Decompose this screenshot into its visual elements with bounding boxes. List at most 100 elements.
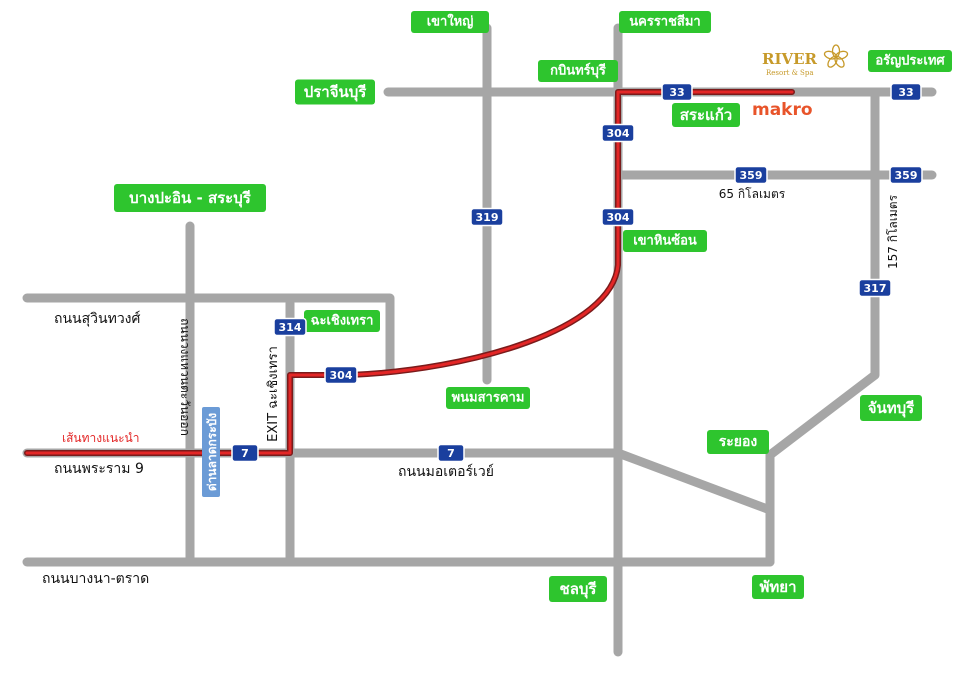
place-nakhon-ratchasima: นครราชสีมา [619, 11, 711, 33]
shield-number: 304 [607, 127, 630, 140]
place-bg [752, 575, 804, 599]
place-prachin-buri: ปราจีนบุรี [295, 79, 375, 105]
place-text: นครราชสีมา [629, 14, 700, 30]
legend-recommended-route: เส้นทางแนะนำ [62, 431, 139, 445]
place-khao-hin-son: เขาหินซ้อน [623, 230, 707, 252]
place-bg [538, 60, 618, 82]
place-text: พัทยา [760, 578, 797, 596]
road-network [22, 23, 937, 657]
shield-bg [231, 443, 259, 463]
road-route-317 [765, 87, 880, 567]
shield-route-7: 7 [231, 443, 259, 463]
place-bg [114, 184, 266, 212]
place-kabin-buri: กบินทร์บุรี [538, 60, 618, 82]
road-diagonal-pattaya [613, 448, 775, 515]
place-aranyaprathet: อรัญประเทศ [868, 50, 952, 72]
route-line [25, 90, 794, 455]
shield-bg [273, 317, 307, 337]
shield-number: 359 [740, 169, 763, 182]
place-bg [304, 310, 380, 332]
road-name-sukhumvit: ถนนสุวินทวงศ์ [54, 310, 141, 327]
place-bg [619, 11, 711, 33]
shield-number: 304 [607, 211, 630, 224]
shield-number: 33 [669, 86, 684, 99]
distance-65km: 65 กิโลเมตร [719, 187, 786, 201]
road-sukhumvit [22, 293, 395, 375]
shield-bg [734, 165, 768, 185]
road-name-motorway: ถนนมอเตอร์เวย์ [398, 463, 494, 480]
shield-number: 304 [330, 369, 353, 382]
place-text: เขาหินซ้อน [633, 233, 697, 249]
place-text: ระยอง [719, 434, 758, 450]
toll-gate-lat-krabang: ด่านลาดกระบัง [202, 407, 220, 497]
place-bg [549, 576, 607, 602]
logo-brand: RIVER [762, 50, 818, 68]
shield-number: 7 [241, 447, 249, 460]
shield-route-304: 304 [601, 123, 635, 143]
shield-bg [890, 82, 922, 102]
shield-route-33: 33 [661, 82, 693, 102]
tollgate-bg [202, 407, 220, 497]
place-bang-pa-in: บางปะอิน - สระบุรี [114, 184, 266, 212]
recommended-route [24, 89, 795, 456]
place-text: บางปะอิน - สระบุรี [129, 189, 252, 208]
shield-bg [601, 123, 635, 143]
place-text: ชลบุรี [560, 580, 598, 599]
route-shields: 33 33 304 304 304 359 359 319 317 314 7 [231, 82, 923, 463]
place-bg [672, 103, 740, 127]
place-pattaya: พัทยา [752, 575, 804, 599]
route-outline [24, 89, 795, 456]
place-text: สระแก้ว [680, 106, 732, 124]
road-names: ถนนสุวินทวงศ์ ถนนพระราม 9 ถนนมอเตอร์เวย์… [42, 187, 900, 587]
shield-route-304: 304 [324, 365, 358, 385]
place-text: อรัญประเทศ [875, 54, 945, 69]
shield-bg [470, 207, 504, 227]
shield-number: 7 [447, 447, 455, 460]
place-text: ปราจีนบุรี [304, 83, 368, 102]
shield-number: 33 [898, 86, 913, 99]
shield-route-317: 317 [858, 278, 892, 298]
logo-tagline: Resort & Spa [766, 69, 814, 77]
shield-number: 317 [864, 282, 887, 295]
road-name-bangna-trat: ถนนบางนา-ตราด [42, 571, 149, 587]
place-text: กบินทร์บุรี [550, 63, 606, 79]
place-rayong: ระยอง [707, 430, 769, 454]
road-name-rama9: ถนนพระราม 9 [54, 461, 144, 477]
shield-bg [889, 165, 923, 185]
makro-landmark: makro [752, 100, 813, 120]
place-bg [446, 387, 530, 409]
place-bg [623, 230, 707, 252]
place-text: ฉะเชิงเทรา [311, 314, 374, 329]
shield-route-7: 7 [437, 443, 465, 463]
river-resort-logo: RIVER Resort & Spa [762, 44, 849, 77]
road-name-exit-chachoengsao: EXIT ฉะเชิงเทรา [266, 346, 281, 442]
place-bg [868, 50, 952, 72]
shield-number: 314 [279, 321, 302, 334]
shield-route-359: 359 [889, 165, 923, 185]
shield-bg [661, 82, 693, 102]
place-bg [411, 11, 489, 33]
place-phanom-sarakham: พนมสารคาม [446, 387, 530, 409]
road-name-outer-ring: ถนนวงแหวนตะวันออก [178, 318, 192, 436]
place-chon-buri: ชลบุรี [549, 576, 607, 602]
place-labels: เขาใหญ่ นครราชสีมา กบินทร์บุรี ปราจีนบุร… [114, 11, 952, 602]
place-khao-yai: เขาใหญ่ [411, 11, 489, 33]
place-text: พนมสารคาม [452, 391, 525, 406]
shield-number: 319 [476, 211, 499, 224]
place-bg [707, 430, 769, 454]
place-bg [860, 395, 922, 421]
place-bg [295, 79, 375, 105]
shield-bg [601, 207, 635, 227]
shield-route-359: 359 [734, 165, 768, 185]
place-text: จันทบุรี [868, 399, 915, 418]
place-chanthaburi: จันทบุรี [860, 395, 922, 421]
shield-route-304: 304 [601, 207, 635, 227]
shield-bg [324, 365, 358, 385]
shield-number: 359 [895, 169, 918, 182]
place-chachoengsao: ฉะเชิงเทรา [304, 310, 380, 332]
shield-bg [858, 278, 892, 298]
place-text: เขาใหญ่ [427, 13, 474, 30]
place-sa-kaeo: สระแก้ว [672, 103, 740, 127]
